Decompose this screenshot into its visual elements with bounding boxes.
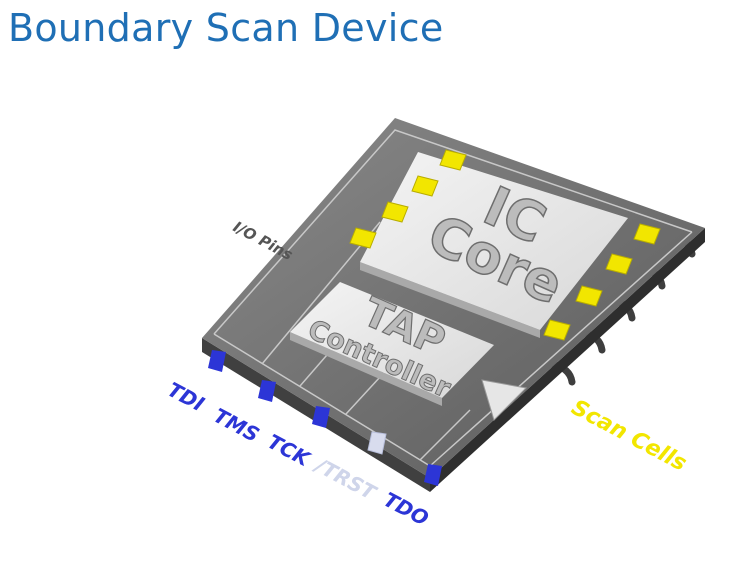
scan-cell [381, 201, 409, 223]
tms-label: TMS [210, 403, 264, 447]
tap-controller-block [290, 282, 494, 398]
tdo-pin [424, 464, 442, 486]
tdo-direction-arrow [481, 379, 528, 421]
chip-side-right [430, 228, 705, 492]
io-pins-label: I/O Pins [230, 218, 296, 264]
tap-controller-block-side [290, 332, 442, 406]
page-title: Boundary Scan Device [8, 6, 444, 50]
scan-cell [633, 223, 661, 245]
tck-label: TCK [264, 429, 315, 471]
scan-cell [411, 175, 439, 197]
jtag-pins [208, 350, 442, 486]
tdo-label: TDO [380, 487, 433, 530]
tdi-label: TDI [164, 377, 209, 416]
scan-cells-label: Scan Cells [567, 395, 690, 476]
trst-pin [367, 431, 387, 455]
tdi-pin [208, 350, 226, 372]
scan-cell [349, 227, 377, 249]
scan-cell [605, 253, 633, 275]
tms-pin [258, 380, 276, 402]
scan-cell [575, 285, 603, 307]
scan-cell [543, 319, 571, 341]
scan-cell [439, 149, 467, 171]
scan-cells [349, 149, 661, 341]
trst-label: /TRST [310, 452, 381, 505]
ic-core-block-side [360, 262, 540, 338]
ic-core-block [360, 152, 628, 330]
tck-pin [312, 406, 330, 428]
